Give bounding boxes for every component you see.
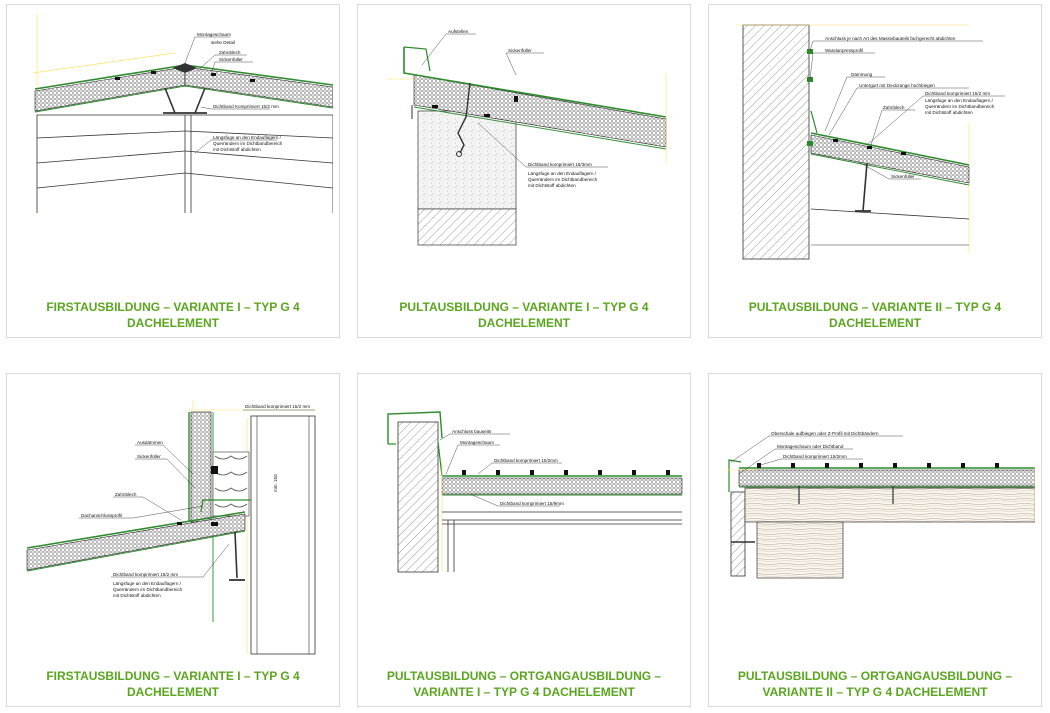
label-laengsfuge-2: Querrändern im Dichtbandbereich [213, 141, 283, 146]
caption-line-2: DACHELEMENT [478, 316, 570, 330]
caption-line-2: DACHELEMENT [127, 316, 219, 330]
label-sickenfueller: Sickenfüller [891, 174, 915, 179]
label-laengsfuge-3: mit Dichtstoff abdichten [213, 147, 261, 152]
label-zahnblech: Zahnblech [115, 492, 137, 497]
verge-v1-drawing: Anschluss bauseits Montageschaum Dichtba… [387, 411, 683, 573]
card-1-caption[interactable]: FIRSTAUSBILDUNG – VARIANTE I – TYP G 4 D… [13, 299, 333, 331]
caption-line-2: DACHELEMENT [127, 685, 219, 699]
detail-card-3[interactable]: Anschluss je nach Art des Massivbauteils… [708, 4, 1042, 338]
dimension-label: min. 150 [273, 474, 278, 492]
label-dichtband: Dichtband komprimiert 15/3mm [528, 162, 592, 167]
label-sickenfueller: Sickenfüller [508, 48, 532, 53]
ridge-detail-drawing: Montageschaum siehe Detail Zahnblech Sic… [32, 13, 333, 213]
label-zahnblech: Zahnblech [219, 50, 241, 55]
caption-line-1: PULTAUSBILDUNG – ORTGANGAUSBILDUNG – [386, 669, 662, 683]
label-laengsfuge-3: mit Dichtstoff abdichten [113, 593, 161, 598]
label-dichtband: Dichtband komprimiert 15/2 mm [925, 91, 990, 96]
label-laengsfuge-1: Längsfuge an den Endauflagern / [213, 135, 282, 140]
label-laengsfuge-1: Längsfuge an den Endauflagern / [528, 171, 597, 176]
label-montageschaum: Montageschaum [197, 32, 231, 37]
label-laengsfuge-1: Längsfuge an den Endauflagern / [113, 581, 182, 586]
label-sickenfueller: Sickenfüller [137, 454, 161, 459]
detail-card-5[interactable]: Anschluss bauseits Montageschaum Dichtba… [357, 373, 691, 707]
verge-v2-drawing: Oberschale aufbiegen oder Z-Profil mit D… [725, 431, 1035, 579]
monopitch-v1-drawing: Aufstellen Sickenfüller Dichtband kompri… [386, 29, 667, 246]
caption-line-2: VARIANTE I – TYP G 4 DACHELEMENT [413, 685, 635, 699]
label-anschluss: Anschluss bauseits [452, 429, 492, 434]
detail-card-6[interactable]: Oberschale aufbiegen oder Z-Profil mit D… [708, 373, 1042, 707]
detail-card-2[interactable]: Aufstellen Sickenfüller Dichtband kompri… [357, 4, 691, 338]
caption-line-1: PULTAUSBILDUNG – VARIANTE I – TYP G 4 [399, 300, 649, 314]
card-2-caption[interactable]: PULTAUSBILDUNG – VARIANTE I – TYP G 4 DA… [364, 299, 684, 331]
label-laengsfuge-2: Querrändern im Dichtbandbereich [113, 587, 183, 592]
label-laengsfuge-1: Längsfuge an den Endauflagern / [925, 98, 994, 103]
label-laengsfuge-3: mit Dichtstoff abdichten [925, 110, 973, 115]
label-ausdaemmen: Ausdämmen [137, 440, 163, 445]
detail-card-1[interactable]: Montageschaum siehe Detail Zahnblech Sic… [6, 4, 340, 338]
caption-line-1: FIRSTAUSBILDUNG – VARIANTE I – TYP G 4 [46, 300, 300, 314]
label-anschluss: Anschluss je nach Art des Massivbauteils… [825, 36, 956, 41]
label-dichtband-bottom: Dichtband komprimiert 15/9mm [500, 501, 564, 506]
label-wandanpressprofil: Wandanpressprofil [825, 48, 863, 53]
label-siehe-detail: siehe Detail [211, 40, 235, 45]
label-montageschaum: Montageschaum [460, 440, 494, 445]
label-aufstellen: Aufstellen [448, 29, 469, 34]
caption-line-2: DACHELEMENT [829, 316, 921, 330]
card-5-caption[interactable]: PULTAUSBILDUNG – ORTGANGAUSBILDUNG – VAR… [364, 668, 684, 700]
label-montageschaum: Montageschaum oder Dichtband [777, 444, 844, 449]
detail-card-4[interactable]: min. 150 Dichtband komprimiert 15/2 mm A… [6, 373, 340, 707]
monopitch-v2-drawing: Anschluss je nach Art des Massivbauteils… [737, 24, 1005, 260]
label-dichtband-top: Dichtband komprimiert 10/2mm [494, 458, 558, 463]
caption-line-2: VARIANTE II – TYP G 4 DACHELEMENT [762, 685, 988, 699]
caption-line-1: FIRSTAUSBILDUNG – VARIANTE I – TYP G 4 [46, 669, 300, 683]
card-3-caption[interactable]: PULTAUSBILDUNG – VARIANTE II – TYP G 4 D… [715, 299, 1035, 331]
caption-line-1: PULTAUSBILDUNG – ORTGANGAUSBILDUNG – [737, 669, 1013, 683]
label-dichtband: Dichtband komprimiert 15/2mm [783, 454, 847, 459]
label-sickenfueller: Sickenfüller [219, 57, 243, 62]
label-daemmung: Dämmung [851, 72, 873, 77]
label-zahnblech: Zahnblech [883, 105, 905, 110]
label-laengsfuge-2: Querrändern im Dichtbandbereich [528, 177, 598, 182]
label-dichtband: Dichtband Komprimiert 15/2 mm [213, 104, 279, 109]
label-dichtband-bottom: Dichtband komprimiert 15/2 mm [113, 572, 178, 577]
label-dichtband-top: Dichtband komprimiert 15/2 mm [245, 404, 310, 409]
card-4-caption[interactable]: FIRSTAUSBILDUNG – VARIANTE I – TYP G 4 D… [13, 668, 333, 700]
card-6-caption[interactable]: PULTAUSBILDUNG – ORTGANGAUSBILDUNG – VAR… [715, 668, 1035, 700]
label-laengsfuge-2: Querrändern im Dichtbandbereich [925, 104, 995, 109]
label-laengsfuge-3: mit Dichtstoff abdichten [528, 183, 576, 188]
label-dachanschlussprofil: Dachanschlussprofil [81, 513, 122, 518]
label-oberschale: Oberschale aufbiegen oder Z-Profil mit D… [771, 431, 879, 436]
label-untergurt: Untergurt mit Deckzange hochbiegen [859, 83, 935, 88]
ridge-wall-drawing: min. 150 Dichtband komprimiert 15/2 mm A… [26, 400, 316, 655]
caption-line-1: PULTAUSBILDUNG – VARIANTE II – TYP G 4 [748, 300, 1002, 314]
